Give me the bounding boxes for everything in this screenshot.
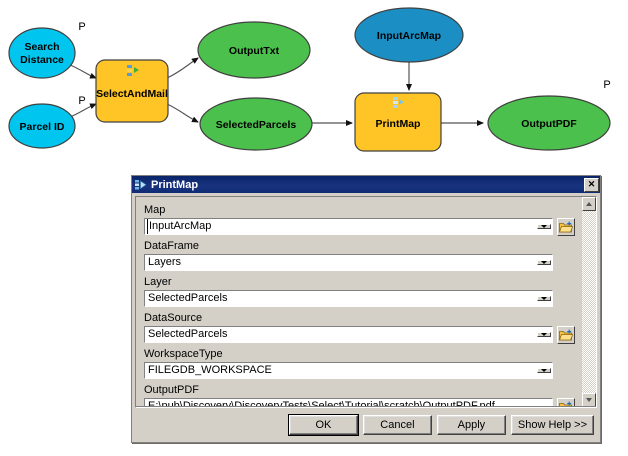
select-and-mail-box[interactable] xyxy=(95,59,169,123)
field-datasource: DataSource SelectedParcels xyxy=(144,312,575,344)
chevron-down-icon[interactable] xyxy=(537,224,551,229)
parameter-badge-search-distance: P xyxy=(78,21,85,33)
field-dataframe: DataFrame Layers xyxy=(144,240,575,271)
layer-combo[interactable]: SelectedParcels xyxy=(144,290,553,307)
node-parcel-id[interactable]: Parcel ID xyxy=(8,103,76,149)
diagram-canvas: Search Distance P Parcel ID P SelectAndM… xyxy=(8,7,611,152)
connector-search-distance-to-selectandmail xyxy=(67,63,97,79)
connector-selectandmail-to-selectedparcels xyxy=(166,103,199,123)
browse-spacer xyxy=(557,290,575,307)
button-bar-separator xyxy=(136,406,596,408)
node-search-distance[interactable]: Search Distance xyxy=(8,27,76,79)
selected-parcels-label: SelectedParcels xyxy=(216,119,297,131)
node-selected-parcels[interactable]: SelectedParcels xyxy=(199,97,313,151)
parcel-id-ellipse[interactable] xyxy=(8,103,76,149)
field-label-map: Map xyxy=(144,204,166,216)
output-txt-ellipse[interactable] xyxy=(197,21,311,79)
map-value[interactable]: InputArcMap xyxy=(147,219,537,234)
dialog-titlebar[interactable]: PrintMap ✕ xyxy=(132,176,600,193)
datasource-value[interactable]: SelectedParcels xyxy=(148,328,228,340)
outputpdf-input[interactable]: E:\pub\Discovery\DiscoveryTests\Select\T… xyxy=(144,398,553,407)
output-pdf-label: OutputPDF xyxy=(521,118,577,130)
browse-folder-button-map[interactable] xyxy=(557,218,575,236)
browse-spacer xyxy=(557,362,575,379)
field-label-layer: Layer xyxy=(144,276,172,288)
field-label-workspacetype: WorkspaceType xyxy=(144,348,223,360)
search-distance-ellipse[interactable] xyxy=(8,27,76,79)
dataframe-value[interactable]: Layers xyxy=(148,256,182,268)
chevron-down-icon[interactable] xyxy=(537,296,551,301)
output-pdf-ellipse[interactable] xyxy=(487,95,611,151)
parameter-badge-parcel-id: P xyxy=(78,95,85,107)
script-icon xyxy=(127,65,139,76)
scrollbar-track[interactable] xyxy=(582,211,596,393)
apply-button[interactable]: Apply xyxy=(436,414,506,435)
dialog-button-bar: OK Cancel Apply Show Help >> xyxy=(135,409,597,440)
workspacetype-value[interactable]: FILEGDB_WORKSPACE xyxy=(148,364,272,376)
model-builder-diagram: Search Distance P Parcel ID P SelectAndM… xyxy=(0,0,628,172)
scroll-up-button[interactable] xyxy=(582,197,596,211)
printmap-dialog: PrintMap ✕ Map InputArcMap xyxy=(131,175,601,443)
field-label-dataframe: DataFrame xyxy=(144,240,200,252)
script-icon xyxy=(393,97,404,108)
chevron-down-icon[interactable] xyxy=(537,260,551,265)
folder-icon xyxy=(559,221,573,232)
layer-value[interactable]: SelectedParcels xyxy=(148,292,228,304)
form-vertical-scrollbar[interactable] xyxy=(581,197,596,407)
field-outputpdf: OutputPDF E:\pub\Discovery\DiscoveryTest… xyxy=(144,384,575,407)
parameter-form-frame: Map InputArcMap xyxy=(135,196,597,408)
input-arcmap-ellipse[interactable] xyxy=(354,7,464,63)
workspacetype-combo[interactable]: FILEGDB_WORKSPACE xyxy=(144,362,553,379)
dialog-title: PrintMap xyxy=(151,178,199,191)
node-print-map[interactable]: PrintMap xyxy=(354,92,442,152)
node-select-and-mail[interactable]: SelectAndMail xyxy=(95,59,169,123)
close-icon[interactable]: ✕ xyxy=(584,177,599,192)
search-distance-label-line2: Distance xyxy=(20,54,64,66)
scroll-down-button[interactable] xyxy=(582,393,596,407)
field-map: Map InputArcMap xyxy=(144,204,575,236)
chevron-down-icon[interactable] xyxy=(537,332,551,337)
select-and-mail-label: SelectAndMail xyxy=(96,88,168,100)
search-distance-label-line1: Search xyxy=(24,41,59,53)
node-output-txt[interactable]: OutputTxt xyxy=(197,21,311,79)
connector-selectandmail-to-outputtxt xyxy=(166,57,199,79)
field-label-outputpdf: OutputPDF xyxy=(144,384,200,396)
parameter-form: Map InputArcMap xyxy=(136,197,581,407)
dialog-body: Map InputArcMap xyxy=(132,193,600,444)
input-arcmap-label: InputArcMap xyxy=(377,30,441,42)
dataframe-combo[interactable]: Layers xyxy=(144,254,553,271)
field-label-datasource: DataSource xyxy=(144,312,203,324)
field-workspacetype: WorkspaceType FILEGDB_WORKSPACE xyxy=(144,348,575,379)
node-input-arcmap[interactable]: InputArcMap xyxy=(354,7,464,63)
field-layer: Layer SelectedParcels xyxy=(144,276,575,307)
parameter-badge-output-pdf: P xyxy=(603,79,610,91)
folder-icon xyxy=(559,329,573,340)
selected-parcels-ellipse[interactable] xyxy=(199,97,313,151)
browse-folder-button-datasource[interactable] xyxy=(557,326,575,344)
chevron-down-icon[interactable] xyxy=(537,368,551,373)
print-map-label: PrintMap xyxy=(376,118,421,130)
map-combo[interactable]: InputArcMap xyxy=(144,218,553,235)
browse-spacer xyxy=(557,254,575,271)
parcel-id-label: Parcel ID xyxy=(20,121,65,133)
node-output-pdf[interactable]: OutputPDF xyxy=(487,95,611,151)
show-help-button[interactable]: Show Help >> xyxy=(510,414,594,435)
print-map-box[interactable] xyxy=(354,92,442,152)
script-tool-icon xyxy=(135,179,147,189)
ok-button[interactable]: OK xyxy=(287,413,359,436)
datasource-combo[interactable]: SelectedParcels xyxy=(144,326,553,343)
cancel-button[interactable]: Cancel xyxy=(362,414,432,435)
output-txt-label: OutputTxt xyxy=(229,45,280,57)
